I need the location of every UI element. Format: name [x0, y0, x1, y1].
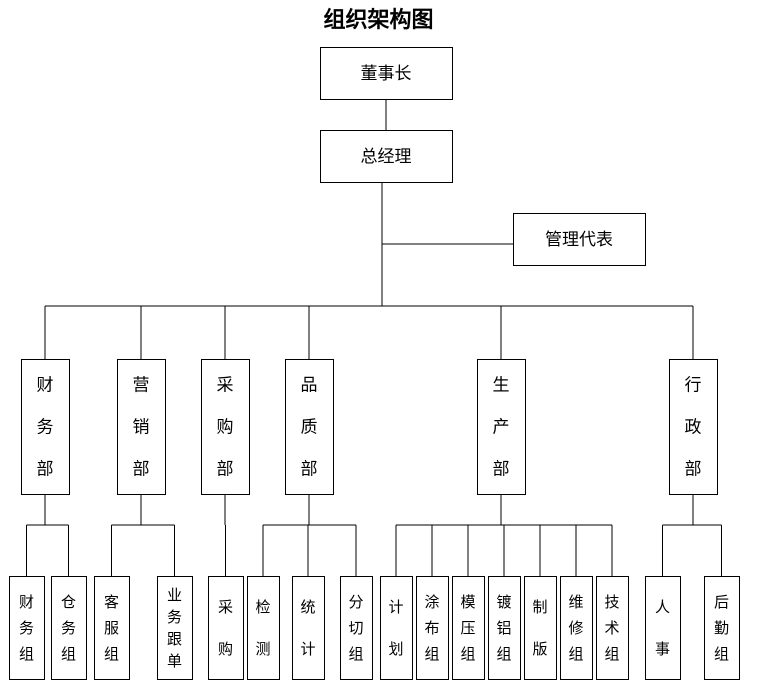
subgroup-box-frame — [452, 576, 485, 680]
chart-title: 组织架构图 — [323, 8, 434, 33]
department-box-label: 生产部 — [493, 376, 510, 480]
subgroup-box: 镀铝组 — [488, 576, 521, 680]
subgroup-box: 技术组 — [596, 576, 629, 680]
subgroup-box-frame — [51, 576, 87, 680]
subgroup-box-label: 客服组 — [104, 593, 119, 663]
subgroup-box-frame — [380, 576, 413, 680]
subgroup-box-frame — [645, 576, 681, 680]
subgroup-box-label: 维修组 — [568, 593, 583, 663]
subgroup-box: 统计 — [292, 576, 325, 680]
department-box-label: 采购部 — [217, 376, 234, 480]
management-rep-box-label: 管理代表 — [545, 230, 613, 250]
subgroup-box-label: 业务跟单 — [167, 586, 182, 670]
subgroup-box: 业务跟单 — [157, 576, 193, 680]
department-box: 品质部 — [285, 359, 334, 495]
department-box-label: 财务部 — [37, 376, 54, 480]
subgroup-box-label: 涂布组 — [424, 593, 439, 663]
department-box-frame — [21, 359, 70, 495]
subgroup-box-frame — [488, 576, 521, 680]
chairman-box-label: 董事长 — [361, 64, 412, 84]
subgroup-box-frame — [704, 576, 740, 680]
subgroup-box-frame — [94, 576, 130, 680]
connector-lines — [26, 99, 722, 576]
subgroup-box: 仓务组 — [51, 576, 87, 680]
subgroup-box: 分切组 — [340, 576, 373, 680]
subgroup-box-frame — [247, 576, 280, 680]
subgroup-box: 采购 — [208, 576, 244, 680]
subgroup-box: 制版 — [524, 576, 557, 680]
chairman-box-frame — [320, 47, 453, 100]
subgroup-box-label: 分切组 — [348, 593, 363, 663]
general-manager-box-label: 总经理 — [361, 147, 412, 167]
subgroup-box-label: 人事 — [655, 598, 670, 658]
subgroup-box-frame — [292, 576, 325, 680]
department-box-label: 行政部 — [685, 376, 702, 480]
subgroup-box: 模压组 — [452, 576, 485, 680]
department-box-label: 营销部 — [133, 376, 150, 480]
department-box-frame — [285, 359, 334, 495]
subgroup-box-label: 检测 — [255, 598, 270, 658]
subgroup-box-frame — [524, 576, 557, 680]
subgroup-box-frame — [157, 576, 193, 680]
chairman-box: 董事长 — [320, 47, 453, 100]
subgroup-box: 后勤组 — [704, 576, 740, 680]
subgroup-box-frame — [596, 576, 629, 680]
subgroup-box-label: 财务组 — [19, 593, 34, 663]
subgroup-box-label: 镀铝组 — [496, 593, 511, 663]
subgroup-box-label: 采购 — [218, 598, 233, 658]
subgroup-box: 客服组 — [94, 576, 130, 680]
department-box: 财务部 — [21, 359, 70, 495]
department-box-frame — [669, 359, 718, 495]
subgroup-box: 计划 — [380, 576, 413, 680]
subgroup-box: 检测 — [247, 576, 280, 680]
subgroup-box: 财务组 — [9, 576, 45, 680]
department-box-frame — [201, 359, 250, 495]
general-manager-box-frame — [320, 130, 453, 183]
subgroup-box-label: 后勤组 — [714, 593, 729, 663]
department-box: 采购部 — [201, 359, 250, 495]
department-box: 营销部 — [117, 359, 166, 495]
general-manager-box: 总经理 — [320, 130, 453, 183]
subgroup-box-label: 计划 — [388, 598, 403, 658]
subgroup-box-label: 统计 — [300, 598, 315, 658]
subgroup-box-frame — [340, 576, 373, 680]
management-rep-box-frame — [513, 213, 646, 266]
subgroup-box-label: 仓务组 — [61, 593, 76, 663]
management-rep-box: 管理代表 — [513, 213, 646, 266]
subgroup-box-frame — [560, 576, 593, 680]
subgroup-box: 人事 — [645, 576, 681, 680]
subgroup-box-label: 模压组 — [460, 593, 475, 663]
subgroup-box-frame — [208, 576, 244, 680]
subgroup-box-frame — [9, 576, 45, 680]
subgroup-box-frame — [416, 576, 449, 680]
subgroup-box-label: 技术组 — [604, 593, 619, 663]
department-box-frame — [117, 359, 166, 495]
subgroup-box: 涂布组 — [416, 576, 449, 680]
subgroup-box: 维修组 — [560, 576, 593, 680]
department-box-frame — [477, 359, 526, 495]
department-box: 生产部 — [477, 359, 526, 495]
subgroup-box-label: 制版 — [532, 598, 547, 658]
department-box: 行政部 — [669, 359, 718, 495]
department-box-label: 品质部 — [301, 376, 318, 480]
